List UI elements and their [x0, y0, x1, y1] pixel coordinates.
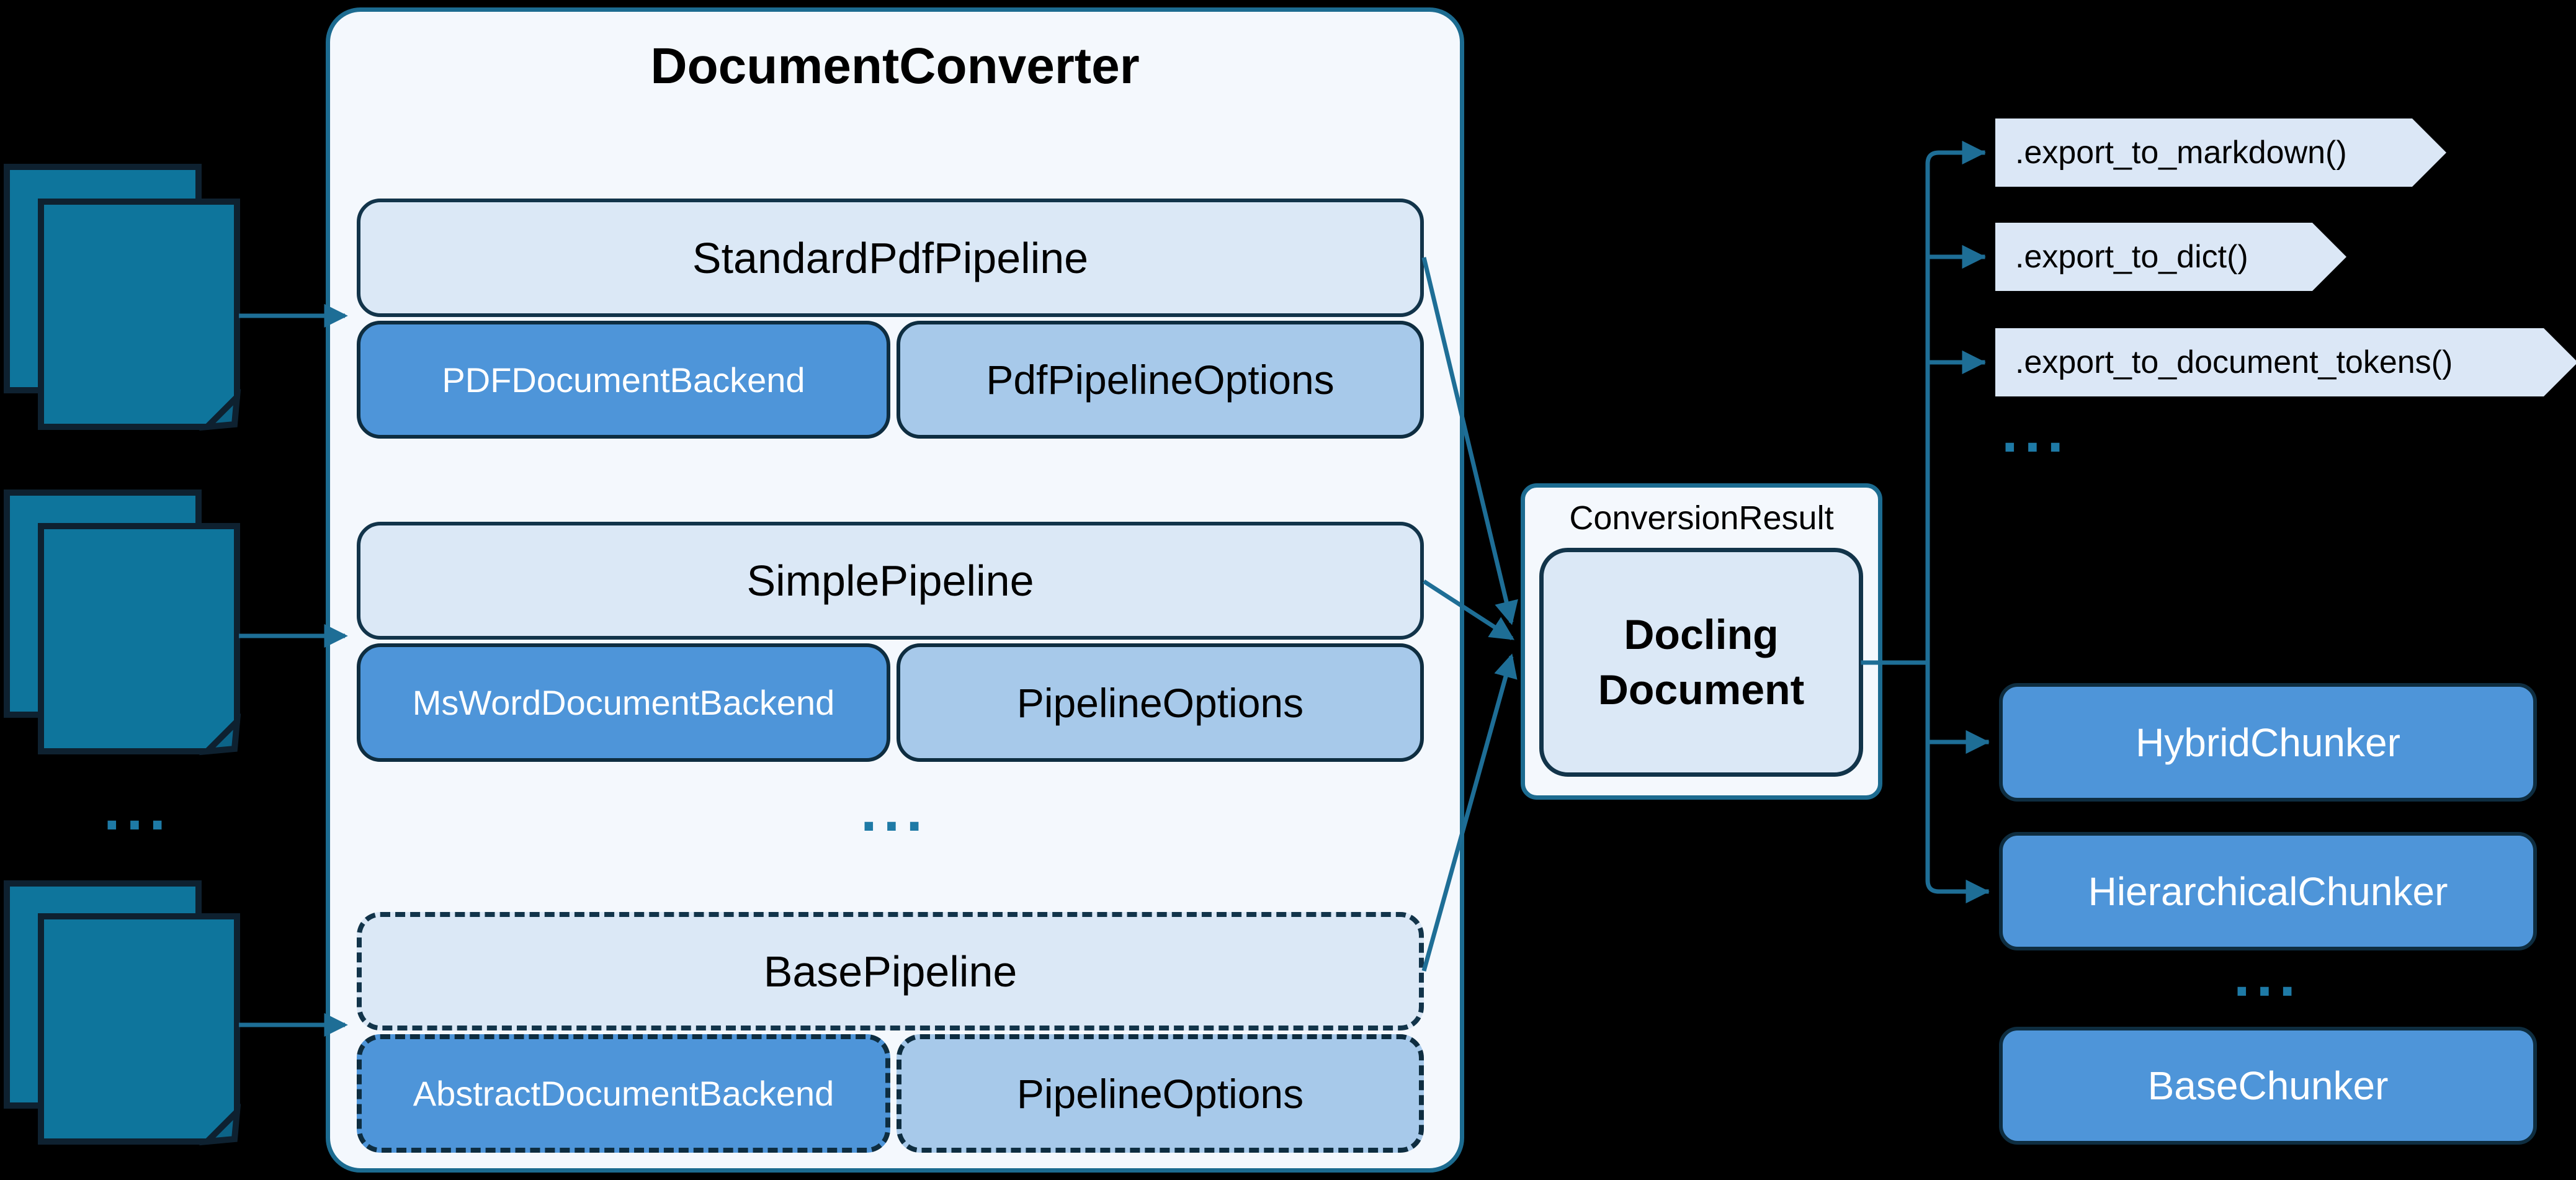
inputs-ellipsis: ... — [103, 776, 172, 843]
docx-document-label: DOCX — [65, 610, 213, 667]
some-format-document-label: <some format> — [60, 975, 218, 1083]
converter-ellipsis: ... — [860, 777, 929, 844]
pdf-document-backend-box: PDFDocumentBackend — [357, 321, 890, 439]
export-to-document-tokens-tag: .export_to_document_tokens() — [1995, 328, 2576, 396]
document-converter-title: DocumentConverter — [650, 38, 1140, 94]
export-to-dict-tag: .export_to_dict() — [1995, 223, 2346, 291]
standard-pdf-pipeline-box: StandardPdfPipeline — [357, 199, 1424, 317]
pdf-document-label: PDF — [84, 283, 194, 345]
chunkers-ellipsis: ... — [2233, 942, 2302, 1009]
hybrid-chunker-box: HybridChunker — [1999, 683, 2537, 802]
pipeline-options-box: PipelineOptions — [897, 643, 1424, 762]
base-pipeline-box: BasePipeline — [357, 912, 1424, 1030]
pipeline-options-dashed-box: PipelineOptions — [897, 1034, 1424, 1153]
hierarchical-chunker-box: HierarchicalChunker — [1999, 832, 2537, 950]
msword-document-backend-box: MsWordDocumentBackend — [357, 643, 890, 762]
base-chunker-box: BaseChunker — [1999, 1027, 2537, 1145]
simple-pipeline-box: SimplePipeline — [357, 522, 1424, 640]
export-to-markdown-tag: .export_to_markdown() — [1995, 118, 2446, 187]
pdf-pipeline-options-box: PdfPipelineOptions — [897, 321, 1424, 439]
conversion-result-label: ConversionResult — [1569, 499, 1834, 537]
exports-ellipsis: ... — [2001, 398, 2070, 465]
docling-document-box: Docling Document — [1539, 548, 1863, 777]
abstract-document-backend-box: AbstractDocumentBackend — [357, 1034, 890, 1153]
